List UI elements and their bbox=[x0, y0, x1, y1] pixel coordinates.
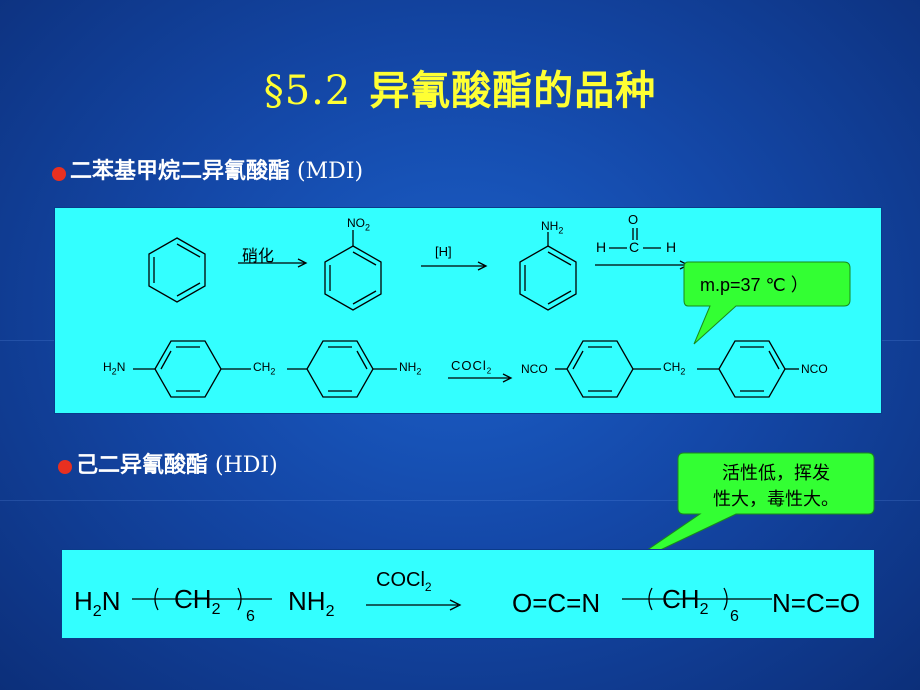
section-number: §5.2 bbox=[263, 68, 352, 114]
hdi-ch2: CH2 bbox=[174, 584, 221, 619]
hdi-n-sub: 6 bbox=[246, 608, 255, 625]
mp-callout-text: m.p=37 ℃ ） bbox=[700, 275, 809, 295]
hdi-callout-text: 活性低，挥发 性大，毒性大。 bbox=[690, 461, 862, 513]
hdi-callout-line2: 性大，毒性大。 bbox=[713, 489, 839, 510]
slide-title: §5.2 异氰酸酯的品种 bbox=[0, 58, 920, 116]
label-nh2: NH2 bbox=[541, 219, 564, 236]
bullet-icon bbox=[52, 167, 66, 181]
diamine-ring-left bbox=[154, 340, 222, 398]
mp-callout bbox=[683, 261, 851, 345]
mdi-ring-left bbox=[566, 340, 634, 398]
label-formaldehyde-h1: H bbox=[596, 239, 607, 255]
bullet-icon bbox=[58, 460, 72, 474]
hdi-reaction-panel: H2N CH2 6 NH2 COCl2 O=C=N CH2 6 N=C=O bbox=[61, 549, 875, 639]
label-reduction: [H] bbox=[435, 244, 452, 259]
hdi-structures bbox=[132, 587, 772, 611]
hdi-callout-line1: 活性低，挥发 bbox=[722, 463, 830, 484]
label-ch2-product: CH2 bbox=[663, 360, 686, 377]
mdi-ring-right bbox=[718, 340, 786, 398]
hdi-heading-text: 己二异氰酸酯 bbox=[76, 453, 209, 478]
hdi-ch2-product: CH2 bbox=[662, 584, 709, 619]
hdi-n-sub-product: 6 bbox=[730, 608, 739, 625]
mdi-abbr: (MDI) bbox=[297, 159, 364, 184]
mdi-heading-text: 二苯基甲烷二异氰酸酯 bbox=[70, 159, 291, 184]
label-nh2-right: NH2 bbox=[399, 360, 422, 377]
aniline-ring bbox=[519, 245, 577, 311]
title-text: 异氰酸酯的品种 bbox=[369, 68, 657, 114]
hdi-nh2: NH2 bbox=[288, 586, 335, 621]
hdi-cocl2: COCl2 bbox=[376, 569, 432, 594]
label-nco-right: NCO bbox=[801, 362, 828, 376]
label-cocl2: COCl2 bbox=[451, 358, 493, 376]
background-line bbox=[0, 500, 920, 501]
label-formaldehyde-h2: H bbox=[666, 239, 677, 255]
mdi-reaction-panel: 硝化 NO2 [H] NH2 O H C H H2N CH2 NH2 COCl2… bbox=[54, 207, 882, 414]
label-ch2: CH2 bbox=[253, 360, 276, 377]
label-h2n: H2N bbox=[103, 360, 126, 377]
nitrobenzene-ring bbox=[324, 245, 382, 311]
label-nco-left: NCO bbox=[521, 362, 548, 376]
hdi-nco: N=C=O bbox=[772, 588, 861, 618]
hdi-heading: 己二异氰酸酯 (HDI) bbox=[76, 447, 278, 479]
diamine-ring-right bbox=[306, 340, 374, 398]
mdi-structures bbox=[133, 228, 799, 398]
label-no2: NO2 bbox=[347, 216, 371, 233]
label-formaldehyde-c: C bbox=[629, 239, 640, 255]
label-nitration: 硝化 bbox=[242, 248, 275, 265]
hdi-h2n: H2N bbox=[74, 586, 121, 621]
mdi-heading: 二苯基甲烷二异氰酸酯 (MDI) bbox=[70, 153, 363, 185]
hdi-abbr: (HDI) bbox=[215, 453, 278, 478]
hdi-ocn: O=C=N bbox=[512, 588, 601, 618]
benzene-ring bbox=[148, 237, 206, 303]
hdi-callout bbox=[617, 452, 875, 571]
label-formaldehyde-o: O bbox=[628, 212, 639, 227]
